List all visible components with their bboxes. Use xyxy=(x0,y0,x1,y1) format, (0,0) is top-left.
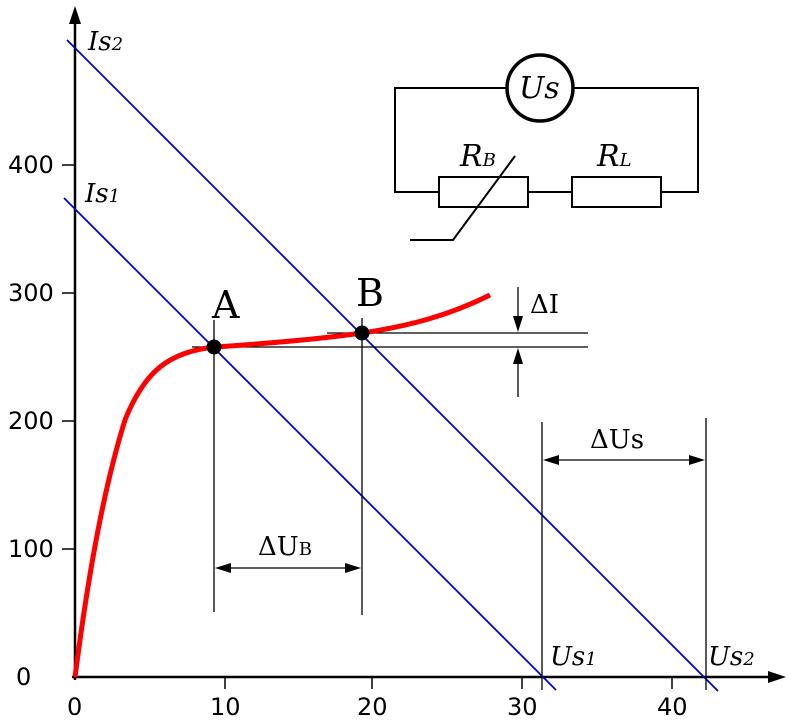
delta-ub-label: ΔUB xyxy=(258,532,312,562)
characteristic-curve xyxy=(72,292,492,678)
arrow-down-icon xyxy=(513,316,523,332)
is1-label: Is1 xyxy=(84,179,120,209)
y-tick-label: 100 xyxy=(8,535,54,563)
circuit-schematic xyxy=(394,53,699,241)
x-tick-label: 10 xyxy=(210,693,241,721)
is2-label: Is2 xyxy=(87,27,123,57)
load-line-is2 xyxy=(66,39,719,692)
arrow-right-icon xyxy=(689,455,705,465)
point-a-marker xyxy=(206,339,222,355)
y-axis-arrow-icon xyxy=(69,6,81,24)
resistor-rl xyxy=(571,176,662,208)
y-tick-label: 0 xyxy=(16,663,31,691)
point-a-label: A xyxy=(211,283,240,327)
load-line-is1 xyxy=(63,197,557,691)
variable-resistor-arrow xyxy=(410,155,516,241)
arrow-left-icon xyxy=(215,563,231,573)
voltage-source xyxy=(505,53,575,123)
resistor-rb xyxy=(438,176,529,208)
axes xyxy=(72,20,770,680)
x-tick-label: 0 xyxy=(67,693,82,721)
arrow-left-icon xyxy=(543,455,559,465)
y-tick-label: 300 xyxy=(8,279,54,307)
rl-label: RL xyxy=(596,139,632,174)
point-b-marker xyxy=(354,325,370,341)
us2-label: Us2 xyxy=(708,642,755,672)
arrow-up-icon xyxy=(513,348,523,364)
us1-label: Us1 xyxy=(550,642,597,672)
delta-i-label: ΔI xyxy=(530,290,559,320)
x-tick-label: 20 xyxy=(357,693,388,721)
arrow-right-icon xyxy=(345,563,361,573)
rb-label: RB xyxy=(459,139,496,174)
point-b-label: B xyxy=(356,271,384,315)
x-axis-arrow-icon xyxy=(768,671,786,683)
delta-us-label: ΔUs xyxy=(590,425,644,455)
source-label: Us xyxy=(519,71,560,106)
y-tick-label: 200 xyxy=(8,407,54,435)
y-tick-label: 400 xyxy=(8,151,54,179)
x-tick-label: 40 xyxy=(657,693,688,721)
x-tick-label: 30 xyxy=(507,693,538,721)
construction-lines xyxy=(192,287,707,690)
